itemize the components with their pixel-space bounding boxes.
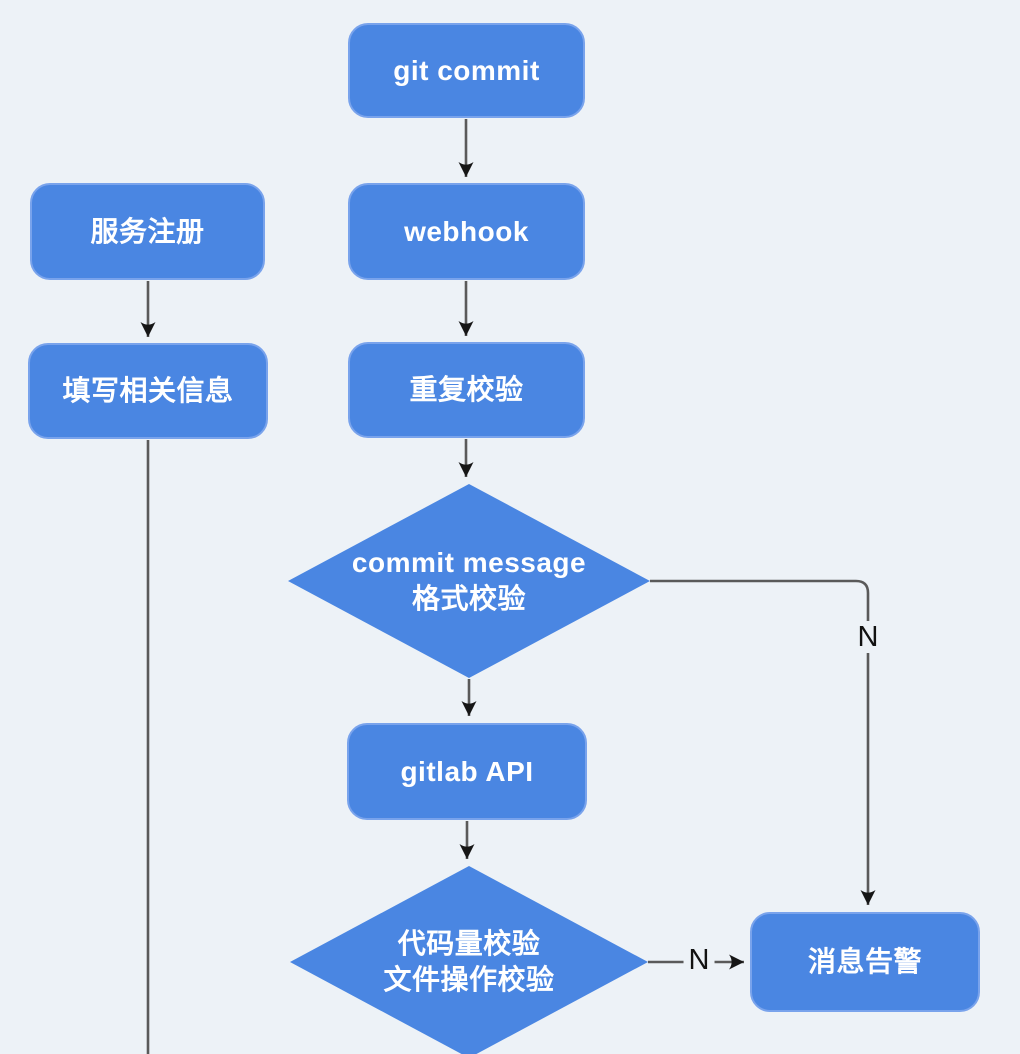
node-code-volume-file-operation-check-label: 代码量校验 文件操作校验 [383, 928, 555, 995]
node-git-commit-label: git commit [393, 54, 540, 86]
node-commit-message-format-check-label: commit message 格式校验 [351, 547, 587, 614]
node-git-commit: git commit [348, 23, 585, 118]
node-gitlab-api-label: gitlab API [400, 755, 534, 787]
node-service-registration: 服务注册 [30, 183, 265, 280]
edge-label-n-commit-msg-check: N [852, 621, 884, 653]
edge-label-n-code-check: N [683, 944, 715, 976]
node-duplicate-check-label: 重复校验 [409, 374, 524, 405]
node-gitlab-api: gitlab API [347, 723, 587, 820]
node-duplicate-check: 重复校验 [348, 342, 585, 438]
node-webhook-label: webhook [404, 215, 529, 247]
node-service-registration-label: 服务注册 [90, 215, 205, 247]
node-fill-related-info-label: 填写相关信息 [62, 375, 234, 406]
node-message-alert-label: 消息告警 [807, 946, 922, 977]
node-fill-related-info: 填写相关信息 [28, 343, 268, 439]
node-webhook: webhook [348, 183, 585, 280]
node-message-alert: 消息告警 [750, 912, 980, 1012]
edge-commit-msg-check-no-branch [650, 579, 876, 905]
